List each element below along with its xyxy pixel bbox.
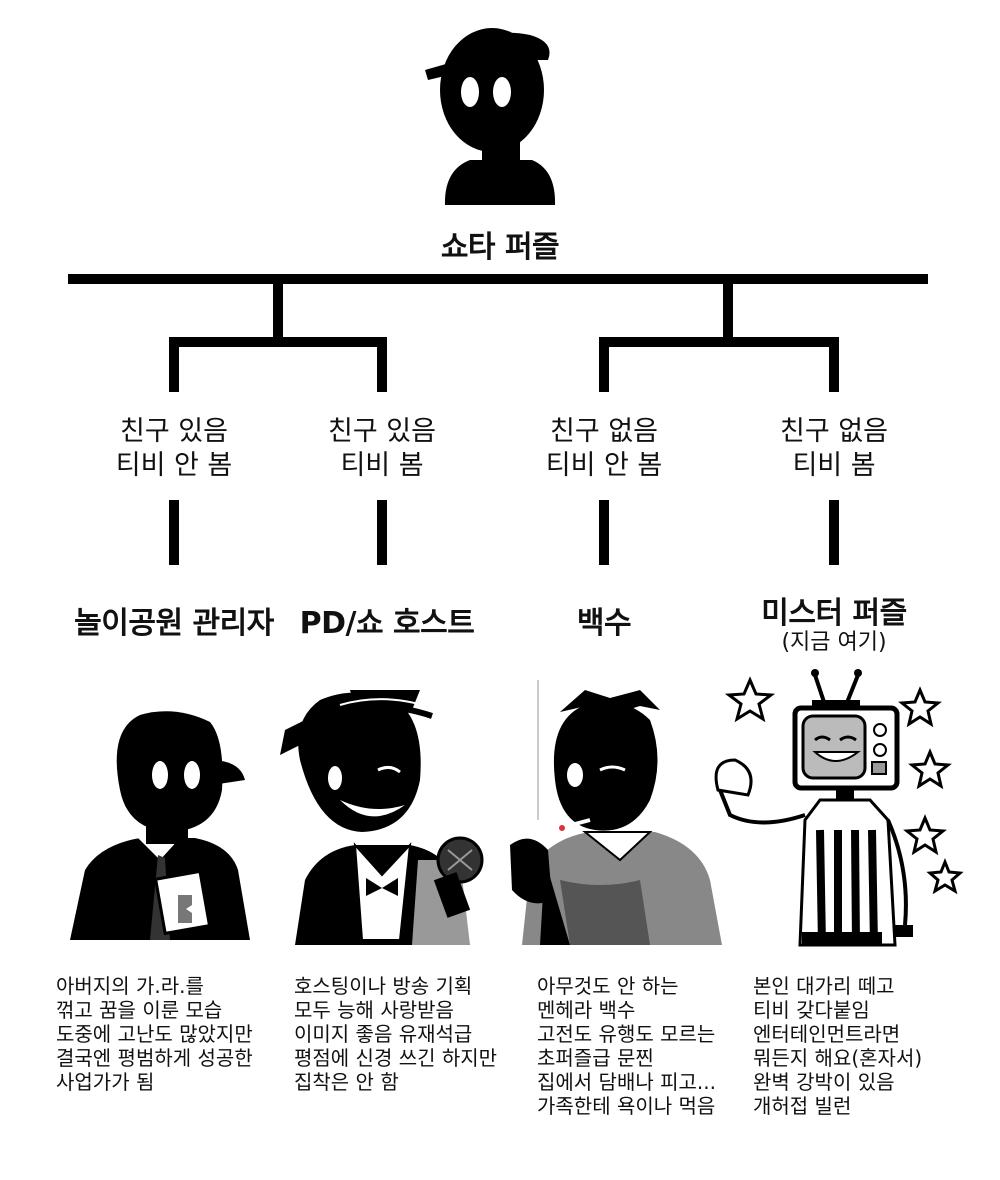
character-amusement-park-manager	[70, 711, 250, 940]
root-label: 쇼타 퍼즐	[440, 230, 560, 265]
branch-2-title: PD/쇼 호스트	[299, 606, 475, 641]
character-mr-puzzle	[714, 669, 913, 947]
branch-4-friends: 친구 없음	[780, 416, 888, 447]
branch-4-subtitle: (지금 여기)	[781, 630, 887, 655]
tree-lines	[68, 274, 928, 565]
branch-4-tv: 티비 봄	[792, 450, 876, 481]
branch-2-friends: 친구 있음	[328, 416, 436, 447]
branch-2-tv: 티비 봄	[340, 450, 424, 481]
branch-2-description: 호스팅이나 방송 기획 모두 능해 사랑받음 이미지 좋음 유재석급 평점에 신…	[294, 974, 498, 1094]
character-unemployed	[510, 680, 722, 945]
branch-1-tv: 티비 안 봄	[115, 450, 233, 481]
branch-3-description: 아무것도 안 하는 멘헤라 백수 고전도 유행도 모르는 초퍼즐급 문찐 집에서…	[537, 974, 716, 1118]
root-character-silhouette	[425, 28, 556, 205]
branch-1-friends: 친구 있음	[120, 416, 228, 447]
branch-1-title: 놀이공원 관리자	[74, 606, 274, 641]
star-decorations	[724, 676, 964, 895]
branch-4-description: 본인 대가리 떼고 티비 갖다붙임 엔터테인먼트라면 뭐든지 해요(혼자서) 완…	[753, 974, 923, 1118]
branch-4-title: 미스터 퍼즐	[761, 596, 907, 631]
branch-3-friends: 친구 없음	[550, 416, 658, 447]
branch-1-description: 아버지의 가.라.를 꺾고 꿈을 이룬 모습 도중에 고난도 많았지만 결국엔 …	[56, 974, 253, 1094]
branch-3-tv: 티비 안 봄	[545, 450, 663, 481]
character-pd-show-host	[280, 690, 484, 945]
branch-3-title: 백수	[576, 606, 632, 641]
